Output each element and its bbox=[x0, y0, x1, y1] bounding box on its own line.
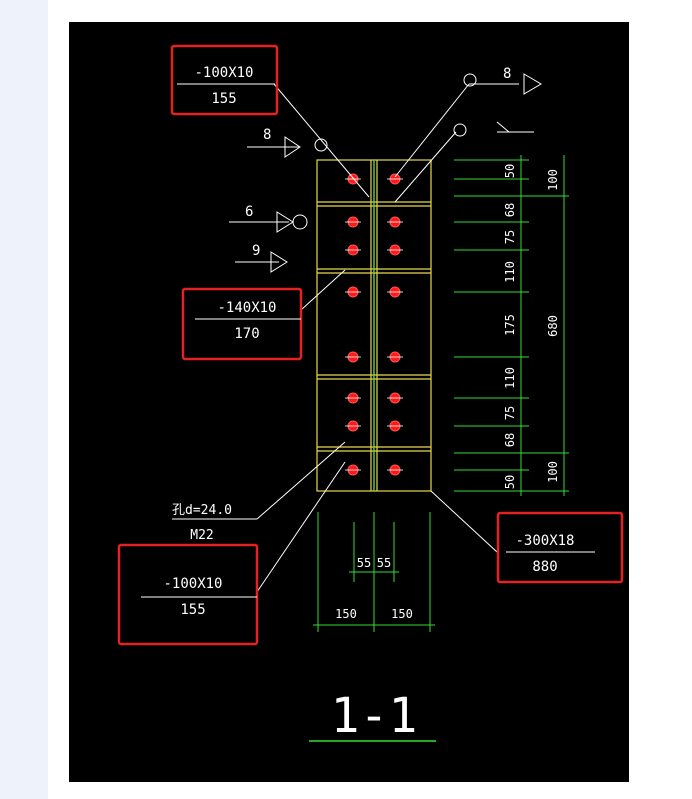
center-lines bbox=[317, 160, 431, 632]
mid-plate-spec: -140X10 bbox=[217, 300, 276, 316]
dim-h-outer-2: 150 bbox=[391, 607, 413, 621]
dim-v-5: 175 bbox=[503, 314, 517, 336]
dim-v-2: 68 bbox=[503, 203, 517, 217]
bottom-plate-spec: -100X10 bbox=[163, 576, 222, 592]
main-plate-spec: -300X18 bbox=[515, 533, 574, 549]
dim-v-outer-1: 100 bbox=[546, 169, 560, 191]
weld-tick-right bbox=[496, 121, 510, 133]
leader-lines bbox=[172, 83, 534, 593]
section-title-group: 1-1 bbox=[309, 688, 436, 744]
bolt-crosshairs bbox=[345, 178, 403, 471]
dim-h-outer-1: 150 bbox=[335, 607, 357, 621]
dim-v-3: 75 bbox=[503, 230, 517, 244]
weld-flag-top-right bbox=[523, 73, 542, 95]
plate-right bbox=[373, 159, 432, 492]
dim-v-outer-2: 680 bbox=[546, 315, 560, 337]
vertical-dimensions bbox=[454, 155, 569, 496]
dim-v-9: 50 bbox=[503, 475, 517, 489]
weld-8-left: 8 bbox=[263, 127, 271, 143]
top-plate-length: 155 bbox=[211, 91, 236, 107]
horizontal-dimensions bbox=[313, 571, 435, 626]
spec-box-mid[interactable]: -140X10 170 bbox=[181, 287, 303, 361]
weld-symbols bbox=[270, 73, 542, 273]
bolt-size: M22 bbox=[190, 528, 213, 543]
dim-v-7: 75 bbox=[503, 406, 517, 420]
spec-box-bottom[interactable]: -100X10 155 bbox=[117, 543, 259, 646]
weld-flag-6 bbox=[276, 211, 294, 233]
weld-9: 9 bbox=[252, 243, 260, 259]
cad-canvas[interactable]: 50 68 75 110 175 110 75 68 50 100 680 10… bbox=[69, 22, 629, 782]
section-title: 1-1 bbox=[331, 688, 418, 744]
horizontal-dim-labels: 55 55 150 150 bbox=[335, 556, 413, 621]
weld-labels: 8 8 6 9 bbox=[245, 66, 511, 259]
spec-box-top[interactable]: -100X10 155 bbox=[170, 44, 279, 116]
dim-v-6: 110 bbox=[503, 367, 517, 389]
dim-v-8: 68 bbox=[503, 433, 517, 447]
hole-diameter: 孔d=24.0 bbox=[172, 503, 232, 518]
left-panel bbox=[0, 0, 48, 799]
weld-6: 6 bbox=[245, 204, 253, 220]
cad-drawing: 50 68 75 110 175 110 75 68 50 100 680 10… bbox=[117, 44, 624, 744]
dim-v-1: 50 bbox=[503, 164, 517, 178]
dim-h-inner-1: 55 bbox=[357, 556, 371, 570]
weld-8-top: 8 bbox=[503, 66, 511, 82]
top-plate-spec: -100X10 bbox=[194, 65, 253, 81]
plate-left bbox=[316, 159, 375, 492]
weld-flag-left bbox=[284, 136, 301, 158]
main-plate-length: 880 bbox=[532, 559, 557, 575]
bottom-plate-length: 155 bbox=[180, 602, 205, 618]
weld-circle-top-right bbox=[463, 73, 477, 87]
weld-flag-9 bbox=[270, 251, 288, 273]
hole-note: 孔d=24.0 M22 bbox=[172, 503, 232, 543]
dim-v-4: 110 bbox=[503, 261, 517, 283]
spec-box-main[interactable]: -300X18 880 bbox=[496, 511, 624, 584]
vertical-dim-labels: 50 68 75 110 175 110 75 68 50 100 680 10… bbox=[503, 164, 560, 489]
mid-plate-length: 170 bbox=[234, 326, 259, 342]
dim-h-inner-2: 55 bbox=[377, 556, 391, 570]
dim-v-outer-3: 100 bbox=[546, 461, 560, 483]
